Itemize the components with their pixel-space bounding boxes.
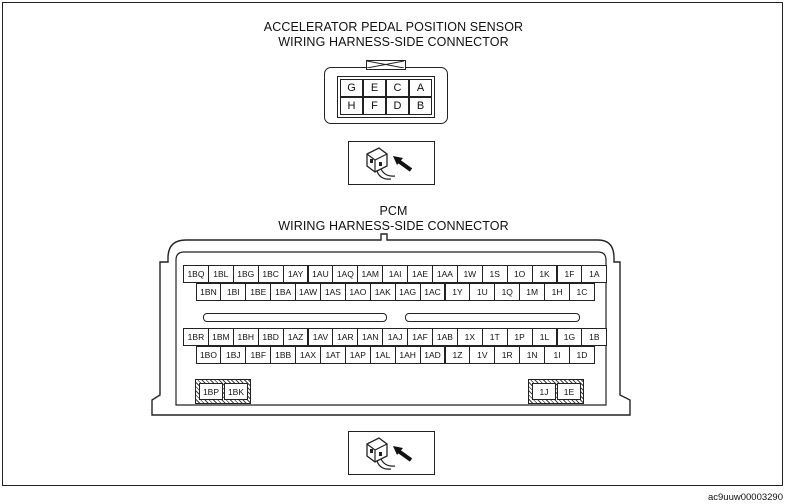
app-title-line1: ACCELERATOR PEDAL POSITION SENSOR: [263, 20, 524, 34]
pcm-pin-1bq: 1BQ: [183, 265, 209, 283]
app-pin-a: A: [409, 79, 432, 97]
pcm-pin-1bd: 1BD: [257, 328, 284, 346]
pcm-pin-1ag: 1AG: [394, 283, 421, 301]
pcm-pin-1ax: 1AX: [295, 346, 321, 364]
pcm-pin-1bm: 1BM: [207, 328, 234, 346]
pcm-pin-1as: 1AS: [320, 283, 346, 301]
app-pin-f: F: [363, 97, 386, 115]
pcm-pin-1bo: 1BO: [195, 346, 222, 364]
pcm-pin-1j: 1J: [532, 383, 556, 400]
pcm-pin-1aq: 1AQ: [332, 265, 359, 283]
pcm-pin-1be: 1BE: [245, 283, 272, 301]
pcm-pin-1br: 1BR: [183, 328, 209, 346]
pcm-pin-1af: 1AF: [407, 328, 433, 346]
pcm-title-line2: WIRING HARNESS-SIDE CONNECTOR: [278, 219, 509, 233]
pcm-pin-1ar: 1AR: [332, 328, 359, 346]
app-pin-d: D: [386, 97, 409, 115]
figure-code: ac9uuw00003290: [707, 492, 783, 503]
pcm-pin-1ai: 1AI: [382, 265, 409, 283]
pcm-pin-1bk: 1BK: [224, 383, 248, 400]
pcm-pin-1ba: 1BA: [270, 283, 297, 301]
pcm-pin-1p: 1P: [506, 328, 533, 346]
pcm-pin-1z: 1Z: [444, 346, 471, 364]
app-connector-latch: [366, 60, 406, 70]
pcm-pin-1bi: 1BI: [220, 283, 247, 301]
pcm-key-slot-left: [203, 313, 387, 322]
pcm-pin-1e: 1E: [557, 383, 581, 400]
pcm-pin-1bh: 1BH: [232, 328, 259, 346]
pcm-pin-1l: 1L: [531, 328, 558, 346]
pcm-pin-1ao: 1AO: [344, 283, 371, 301]
pcm-pin-1v: 1V: [469, 346, 496, 364]
pcm-pin-1c: 1C: [569, 283, 595, 301]
pcm-pin-1ad: 1AD: [419, 346, 446, 364]
pcm-pin-1n: 1N: [519, 346, 546, 364]
pcm-pin-1t: 1T: [481, 328, 508, 346]
app-pin-b: B: [409, 97, 432, 115]
pcm-pin-1aa: 1AA: [432, 265, 458, 283]
pcm-pin-1bp: 1BP: [199, 383, 223, 400]
pcm-pin-1x: 1X: [456, 328, 483, 346]
pcm-pin-1d: 1D: [569, 346, 595, 364]
pcm-pin-1al: 1AL: [369, 346, 396, 364]
app-pin-h: H: [340, 97, 363, 115]
pcm-pin-1bj: 1BJ: [220, 346, 247, 364]
pcm-pin-1bg: 1BG: [232, 265, 259, 283]
diagram-frame: [2, 2, 783, 486]
pcm-pin-1aw: 1AW: [295, 283, 321, 301]
pcm-pin-1bb: 1BB: [270, 346, 297, 364]
pcm-pin-1a: 1A: [581, 265, 608, 283]
pcm-pin-1r: 1R: [494, 346, 521, 364]
pcm-pin-1bc: 1BC: [257, 265, 284, 283]
pcm-pin-1am: 1AM: [357, 265, 384, 283]
pcm-pin-1b: 1B: [581, 328, 608, 346]
pcm-pin-1s: 1S: [481, 265, 508, 283]
pcm-pin-1aj: 1AJ: [382, 328, 409, 346]
pcm-title-line1: PCM: [379, 204, 408, 218]
pcm-pin-1q: 1Q: [494, 283, 521, 301]
pcm-pin-1f: 1F: [556, 265, 583, 283]
pcm-pin-1bn: 1BN: [195, 283, 222, 301]
app-connector-pin-area: [337, 76, 435, 118]
pcm-pin-1bf: 1BF: [245, 346, 272, 364]
pcm-pin-1ak: 1AK: [369, 283, 396, 301]
pcm-pin-1at: 1AT: [320, 346, 346, 364]
pcm-pin-1az: 1AZ: [282, 328, 309, 346]
pcm-pin-1h: 1H: [544, 283, 570, 301]
pcm-pin-1ah: 1AH: [394, 346, 421, 364]
pcm-pin-1k: 1K: [531, 265, 558, 283]
pcm-pin-1i: 1I: [544, 346, 570, 364]
pcm-pin-1ae: 1AE: [407, 265, 433, 283]
pcm-pin-1o: 1O: [506, 265, 533, 283]
pcm-pin-1au: 1AU: [307, 265, 334, 283]
pcm-pin-1g: 1G: [556, 328, 583, 346]
pcm-key-slot-right: [405, 313, 580, 322]
connector-view-icon: [348, 141, 435, 185]
pcm-pin-1ab: 1AB: [432, 328, 458, 346]
pcm-pin-1w: 1W: [456, 265, 483, 283]
app-pin-c: C: [386, 79, 409, 97]
pcm-pin-1m: 1M: [519, 283, 546, 301]
pcm-pin-1u: 1U: [469, 283, 496, 301]
pcm-pin-1av: 1AV: [307, 328, 334, 346]
pcm-pin-1ay: 1AY: [282, 265, 309, 283]
pcm-pin-1ap: 1AP: [344, 346, 371, 364]
pcm-pin-1y: 1Y: [444, 283, 471, 301]
app-pin-e: E: [363, 79, 386, 97]
pcm-pin-1ac: 1AC: [419, 283, 446, 301]
connector-view-icon: [348, 431, 435, 475]
pcm-pin-1bl: 1BL: [207, 265, 234, 283]
app-title-line2: WIRING HARNESS-SIDE CONNECTOR: [278, 35, 509, 49]
app-pin-g: G: [340, 79, 363, 97]
pcm-pin-1an: 1AN: [357, 328, 384, 346]
